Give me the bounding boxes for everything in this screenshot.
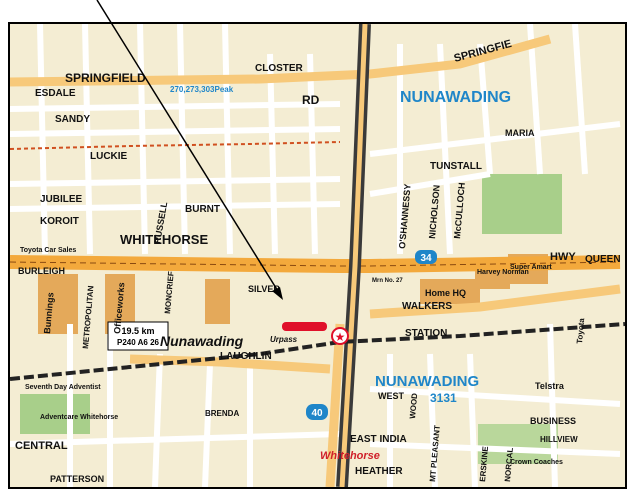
walkers-road [369, 284, 621, 319]
highway-shield-label: 34 [420, 253, 432, 264]
underpass-marker [282, 322, 327, 331]
label-mrn: Mrn No. 27 [372, 278, 403, 284]
label-nunawading-ne: NUNAWADING [400, 89, 511, 106]
route-shield-label: 40 [311, 408, 323, 419]
label-crown-coaches: Crown Coaches [510, 459, 563, 466]
commercial-homehq [420, 279, 480, 304]
label-laughlin: LAUGHLIN [220, 351, 272, 362]
label-mcculloch: McCULLOCH [452, 182, 467, 239]
label-sandy: SANDY [55, 114, 90, 125]
springvale-road-centre [339, 24, 368, 487]
label-business: BUSINESS [530, 416, 576, 426]
label-bunnings: Bunnings [42, 292, 56, 334]
label-nunawading-w: Nunawading [160, 333, 244, 349]
grid-ref-text: P240 A6 26 [117, 338, 160, 347]
label-luckie: LUCKIE [90, 151, 128, 162]
label-toyota-car-sales: Toyota Car Sales [20, 247, 76, 254]
label-home-hq: Home HQ [425, 288, 466, 298]
label-telstra: Telstra [535, 381, 565, 391]
label-tunstall: TUNSTALL [430, 161, 482, 172]
label-wood: WOOD [408, 392, 419, 419]
label-erskine: ERSKINE [478, 445, 490, 482]
label-burleigh: BURLEIGH [18, 266, 65, 276]
label-whitehorse-red: Whitehorse [320, 450, 380, 462]
label-brenda: BRENDA [205, 409, 239, 418]
label-adventcare: Adventcare Whitehorse [40, 414, 118, 421]
label-postcode: 3131 [430, 391, 457, 405]
label-heather: HEATHER [355, 466, 403, 477]
distance-text: 19.5 km [121, 326, 154, 336]
laughlin-avenue [129, 354, 331, 374]
label-rd-top: RD [302, 93, 320, 107]
label-hwy: HWY [550, 251, 576, 263]
label-silver: SILVER [248, 284, 280, 294]
park-area-west [20, 394, 90, 434]
label-super-amart: Super Amart [510, 264, 552, 271]
label-burnt: BURNT [185, 204, 220, 215]
distance-box [107, 321, 169, 351]
route-shield[interactable] [306, 404, 328, 420]
label-walkers: WALKERS [402, 301, 452, 312]
label-springfield-w: SPRINGFIELD [65, 71, 146, 85]
label-central: CENTRAL [15, 440, 68, 452]
map-frame: ★ 34 40 19.5 km P240 A6 26 SPRINGFIELD S… [8, 22, 627, 489]
label-station: STATION [405, 328, 447, 339]
label-nicholson: NICHOLSON [427, 185, 442, 240]
park-area-cemetery [478, 424, 558, 464]
label-toyota: Toyota [575, 317, 586, 344]
place-labels: Bunnings Officeworks Home HQ Harvey Norm… [20, 89, 586, 466]
label-esdale: ESDALE [35, 88, 76, 99]
label-east-india: EAST INDIA [350, 434, 407, 445]
railway-line [10, 322, 625, 381]
label-hillview: HILLVIEW [540, 435, 578, 444]
label-whitehorse: WHITEHORSE [120, 232, 208, 247]
highway-shield[interactable] [415, 250, 437, 264]
label-norcal: NORCAL [503, 447, 515, 482]
station-star-glyph: ★ [335, 330, 346, 344]
park-area-east [482, 174, 562, 234]
label-west: WEST [378, 391, 405, 401]
station-star-marker[interactable] [331, 327, 349, 345]
label-underpass: Urpass [270, 335, 298, 344]
label-nunawading-se: NUNAWADING [375, 373, 479, 390]
springvale-road-south [325, 323, 345, 487]
label-jubilee: JUBILEE [40, 194, 83, 205]
label-koroit: KOROIT [40, 216, 79, 227]
label-patterson: PATTERSON [50, 474, 104, 484]
commercial-brand-smart [205, 279, 230, 324]
label-queen: QUEEN [585, 254, 621, 265]
label-maria: MARIA [505, 128, 535, 138]
label-bus-routes: 270,273,303Peak [170, 85, 234, 94]
label-harvey-norman: Harvey Norman [477, 269, 529, 276]
label-seventh-day: Seventh Day Adventist [25, 384, 101, 391]
label-closter: CLOSTER [255, 63, 304, 74]
street-map[interactable]: ★ 34 40 19.5 km P240 A6 26 SPRINGFIELD S… [10, 24, 625, 487]
